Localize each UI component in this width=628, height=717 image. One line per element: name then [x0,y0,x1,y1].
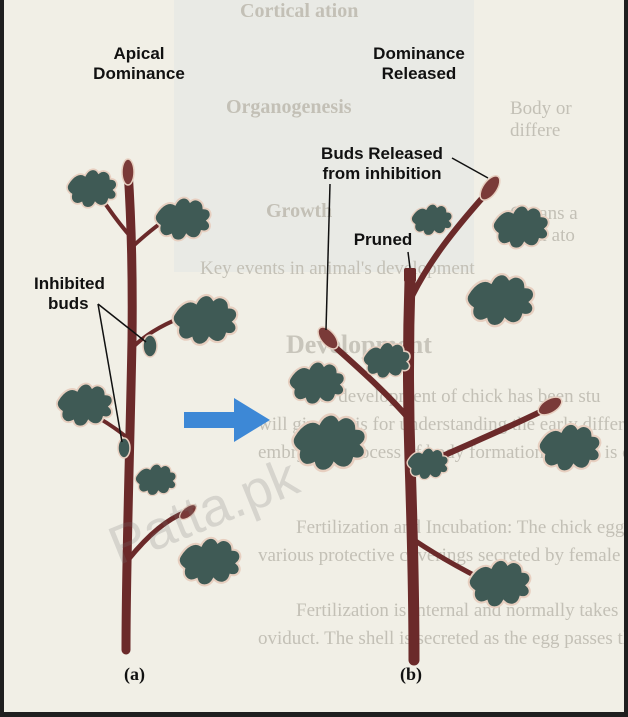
label-dominance-released-2: Released [344,64,494,84]
leaf-b6 [293,414,366,471]
inhibited-bud-2 [118,438,130,458]
caption-b: (b) [400,664,422,685]
caption-a: (a) [124,664,145,685]
label-apical-dominance-1: Apical [74,44,204,64]
label-dominance-released-1: Dominance [344,44,494,64]
inhibited-bud-1 [143,335,157,357]
leaf-a1 [67,169,117,207]
apical-bud-a [122,159,134,185]
leaf-b5 [363,342,410,378]
leaf-b9 [469,560,531,608]
released-bud-top [476,173,504,204]
plant-a [57,159,240,650]
leaf-a3 [173,295,238,345]
leaf-a2 [155,198,211,241]
stem-a [126,170,132,650]
plant-diagram [4,0,624,712]
label-inhibited-buds-1: Inhibited [34,274,154,294]
leaf-b8 [539,424,601,472]
figure-frame: Cortical ation Organogenesis Growth Body… [4,0,624,712]
label-buds-released-1: Buds Released [302,144,462,164]
leaf-b2 [493,206,549,249]
label-inhibited-buds-2: buds [48,294,168,314]
label-buds-released-2: from inhibition [302,164,462,184]
label-apical-dominance-2: Dominance [74,64,204,84]
arrow-icon [184,398,270,442]
leaf-b4 [289,362,345,405]
pruned-tip [404,268,416,282]
label-pruned: Pruned [338,230,428,250]
plant-b [289,158,600,660]
leaf-b3 [467,274,534,326]
